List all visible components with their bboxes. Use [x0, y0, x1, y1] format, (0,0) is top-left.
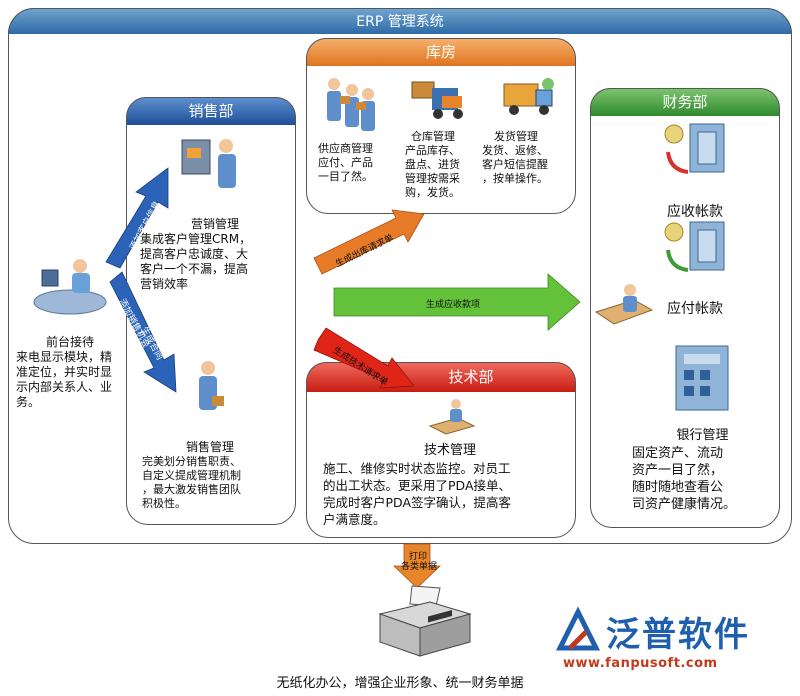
marketing-text: 集成客户管理CRM， 提高客户忠诚度、大 客户一个不漏，提高 营销效率 [140, 232, 290, 292]
fanpu-logo-icon [555, 606, 601, 651]
reception-desk-icon [33, 259, 107, 315]
payable-safe-icon [664, 221, 725, 272]
sales-mgmt-text-line: ，最大激发销售团队 [142, 483, 241, 496]
marketing-text-line: 集成客户管理CRM， [140, 232, 252, 246]
marketing-text-line: 客户一个不漏，提高 [140, 262, 249, 276]
sales-person-icon [199, 361, 224, 410]
sales-mgmt-text-line: 自定义提成管理机制 [142, 469, 241, 482]
watermark-brand: 泛普软件 [606, 615, 750, 655]
inventory-mgmt-line: 管理按需采 [405, 172, 460, 185]
arrow-to-tech [313, 327, 415, 389]
watermark-url: www.fanpusoft.com [563, 656, 718, 671]
arrow-to-finance [333, 273, 581, 331]
supplier-mgmt-line: 一目了然。 [318, 170, 373, 183]
label-to-printer-line: 打印 [409, 552, 428, 562]
supplier-mgmt-line: 应付、产品 [318, 156, 373, 169]
marketing-title: 营销管理 [190, 217, 239, 231]
label-to-printer-line: 各类单据 [401, 562, 438, 572]
printer-icon [378, 585, 472, 657]
marketing-text-line: 营销效率 [140, 277, 189, 291]
marketing-presenter-icon [181, 139, 236, 188]
inventory-mgmt-line: 盘点、进货 [405, 158, 460, 171]
forklift-icon [411, 81, 463, 119]
bank-mgmt-title: 银行管理 [676, 428, 729, 443]
erp-system-title-bar [8, 8, 792, 34]
accounts-receivable-label: 应收帐款 [667, 204, 723, 220]
finance-header-label: 财务部 [662, 93, 708, 111]
label-to-printer: 打印 各类单据 [401, 552, 437, 572]
marketing-text-line: 提高客户忠诚度、大 [140, 247, 249, 261]
reception-text-line: 务。 [16, 395, 41, 409]
warehouse-header-label: 库房 [425, 43, 456, 61]
reception-text-line: 准定位，并实时显 [16, 365, 113, 379]
arrow-to-marketing [105, 167, 169, 269]
reception-title: 前台接待 [45, 335, 94, 349]
sales-mgmt-text: 完美划分销售职责、 自定义提成管理机制 ，最大激发销售团队 积极性。 [142, 455, 292, 511]
bank-mgmt-text: 固定资产、流动 资产一目了然， 随时随地查看公 司资产健康情况。 [632, 445, 777, 513]
shipping-mgmt-line: 发货管理 [494, 130, 538, 143]
accountant-desk-icon [594, 284, 654, 325]
tech-mgmt-line: 的出工状态。更采用了PDA接单、 [323, 478, 511, 493]
supplier-mgmt-text: 供应商管理 应付、产品 一目了然。 [318, 142, 398, 184]
reception-text-line: 示内部关系人、业 [16, 380, 113, 394]
sales-mgmt-title: 销售管理 [185, 440, 234, 454]
bank-mgmt-line: 司资产健康情况。 [632, 497, 737, 512]
shipping-mgmt-line: 客户短信提醒 [482, 158, 548, 171]
sales-header-label: 销售部 [188, 102, 234, 120]
bank-mgmt-line: 资产一目了然， [632, 463, 724, 478]
shipping-mgmt-line: 发货、返修、 [482, 144, 548, 157]
label-to-finance: 生成应收款项 [426, 300, 481, 310]
tech-mgmt-text: 施工、维修实时状态监控。对员工 的出工状态。更采用了PDA接单、 完成时客户PD… [323, 460, 575, 528]
accounts-payable-label: 应付帐款 [667, 301, 723, 317]
supplier-workers-icon [327, 78, 375, 131]
bank-mgmt-line: 固定资产、流动 [632, 446, 724, 461]
sales-header: 销售部 [126, 97, 296, 125]
inventory-mgmt-line: 产品库存、 [405, 144, 460, 157]
tech-mgmt-title: 技术管理 [423, 443, 476, 458]
shipping-mgmt-text: 发货管理 发货、返修、 客户短信提醒 ，按单操作。 [482, 130, 574, 186]
arrow-to-sales-mgmt [109, 271, 177, 393]
sales-panel [126, 97, 296, 525]
inventory-mgmt-text: 仓库管理 产品库存、 盘点、进货 管理按需采 购，发货。 [405, 130, 485, 200]
sales-mgmt-text-line: 积极性。 [142, 497, 186, 510]
delivery-truck-icon [503, 78, 554, 115]
warehouse-header: 库房 [306, 38, 576, 66]
inventory-mgmt-line: 仓库管理 [411, 130, 455, 143]
arrow-to-warehouse [313, 209, 425, 275]
footer-caption: 无纸化办公，增强企业形象、统一财务单据 [276, 676, 524, 691]
tech-header-label: 技术部 [448, 368, 494, 386]
erp-system-title: ERP 管理系统 [356, 14, 444, 30]
bank-building-icon [675, 345, 729, 411]
supplier-mgmt-line: 供应商管理 [318, 142, 373, 155]
receivable-safe-icon [664, 123, 725, 174]
inventory-mgmt-line: 购，发货。 [405, 186, 460, 199]
shipping-mgmt-line: ，按单操作。 [482, 172, 548, 185]
reception-text-line: 来电显示模块，精 [16, 350, 113, 364]
tech-header: 技术部 [306, 362, 576, 392]
tech-mgmt-line: 户满意度。 [323, 512, 386, 527]
tech-worker-icon [428, 399, 476, 435]
tech-mgmt-line: 完成时客户PDA签字确认，提高客 [323, 495, 511, 510]
bank-mgmt-line: 随时随地查看公 [632, 480, 724, 495]
sales-mgmt-text-line: 完美划分销售职责、 [142, 455, 241, 468]
reception-text: 来电显示模块，精 准定位，并实时显 示内部关系人、业 务。 [16, 350, 128, 410]
tech-mgmt-line: 施工、维修实时状态监控。对员工 [323, 461, 511, 476]
arrow-to-printer [393, 543, 441, 589]
